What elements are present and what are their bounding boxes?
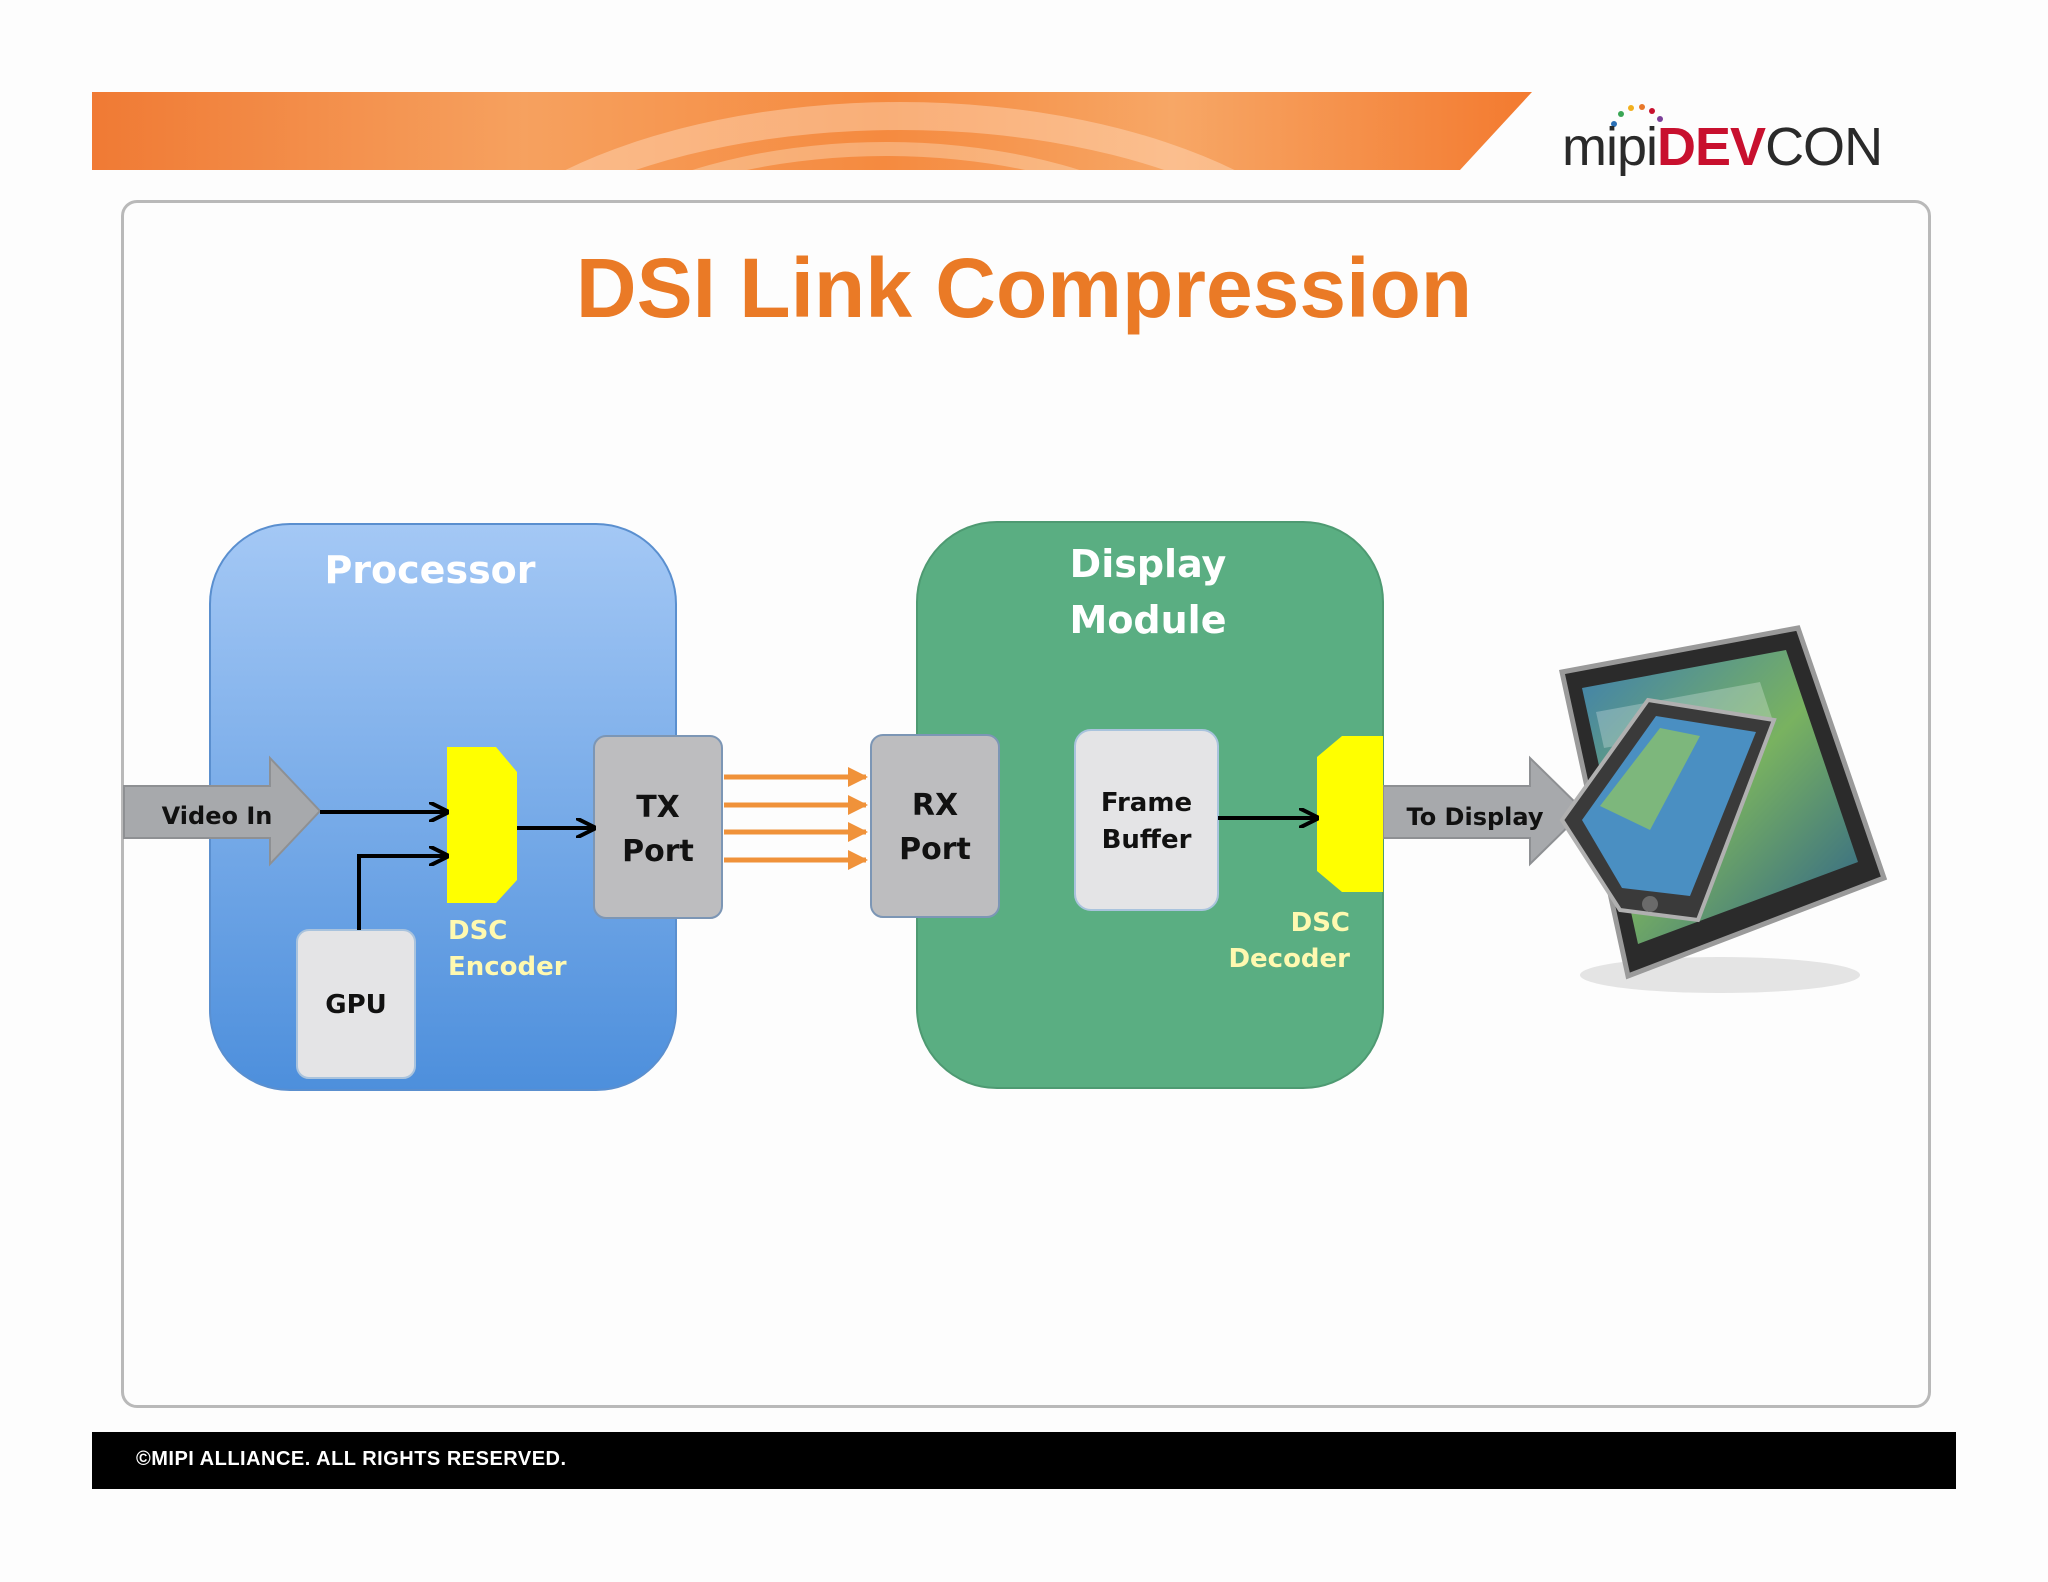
dsc-encoder-label-line-2: Encoder xyxy=(448,952,567,982)
dsc-decoder-block xyxy=(1317,736,1383,892)
gpu-block xyxy=(296,929,416,1079)
video-in-arrow xyxy=(123,755,322,867)
mipi-devcon-logo: mipiDEVCON xyxy=(1562,112,1902,182)
logo-mipi-text: mipi xyxy=(1562,117,1658,177)
frame-buffer-label-line-1: Frame xyxy=(1100,788,1193,818)
dsc-decoder-label-line-1: DSC xyxy=(1290,908,1350,938)
frame-buffer-block xyxy=(1074,729,1219,911)
logo-dots-icon xyxy=(1611,104,1663,127)
rx-port-block xyxy=(870,734,1000,918)
video-in-label: Video In xyxy=(161,802,273,830)
tx-port-label-line-2: Port xyxy=(622,834,694,869)
frame-buffer-label-line-2: Buffer xyxy=(1101,825,1192,855)
footer-bar: ©MIPI ALLIANCE. ALL RIGHTS RESERVED. xyxy=(92,1432,1956,1489)
rx-port-label-line-1: RX xyxy=(911,788,959,823)
slide-title: DSI Link Compression xyxy=(575,241,1473,335)
processor-title: Processor xyxy=(324,548,536,592)
display-module-title-line-1: Display xyxy=(1069,542,1227,586)
tx-port-label-line-1: TX xyxy=(636,790,680,825)
logo-dev-text: DEV xyxy=(1657,117,1766,177)
to-display-arrow xyxy=(1382,755,1586,867)
dsc-encoder-block xyxy=(447,747,517,903)
logo-con-text: CON xyxy=(1765,117,1883,177)
dsc-encoder-label-line-1: DSC xyxy=(448,916,508,946)
display-module-title-line-2: Module xyxy=(1069,598,1227,642)
to-display-label: To Display xyxy=(1406,803,1544,831)
gpu-to-encoder-line xyxy=(357,856,445,930)
gpu-label: GPU xyxy=(325,990,387,1020)
rx-port-label-line-2: Port xyxy=(899,832,971,867)
dsc-decoder-label-line-2: Decoder xyxy=(1228,944,1350,974)
header-banner xyxy=(92,92,1532,170)
tablet-and-phone-icon xyxy=(1559,625,1888,993)
tx-port-block xyxy=(593,735,723,919)
copyright-text: ©MIPI ALLIANCE. ALL RIGHTS RESERVED. xyxy=(136,1448,567,1470)
